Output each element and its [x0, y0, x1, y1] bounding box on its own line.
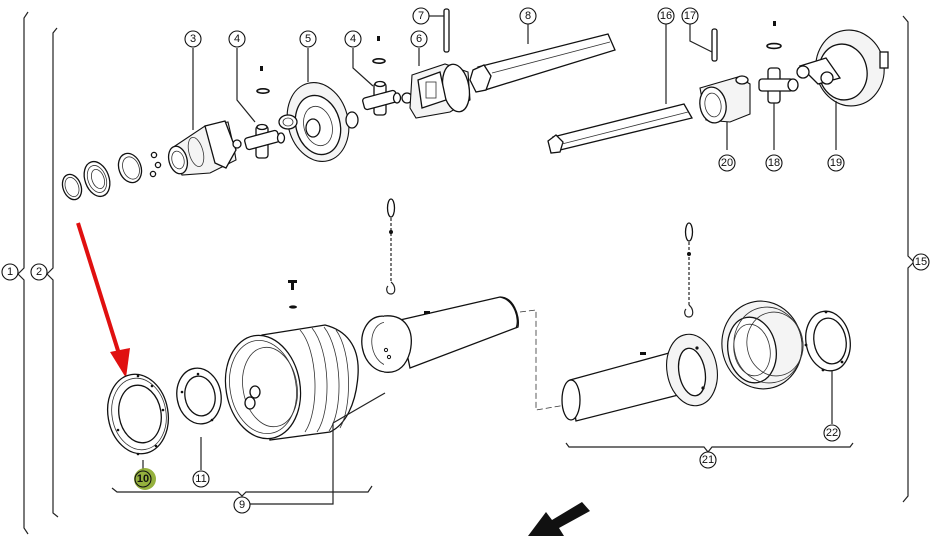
joint-housing-part-5: [278, 82, 359, 162]
tube-yoke-part-20: [699, 75, 751, 124]
support-ring-part-11: [176, 367, 222, 425]
svg-text:21: 21: [702, 454, 714, 466]
callout-18[interactable]: 18: [765, 154, 783, 172]
direction-arrow: [528, 502, 590, 536]
leader-lines-upper: [192, 15, 837, 150]
grease-nipple-18: [766, 21, 782, 50]
svg-text:9: 9: [239, 499, 245, 511]
callout-22[interactable]: 22: [823, 424, 841, 442]
bracket-group-21: [565, 442, 854, 453]
center-line: [519, 309, 573, 411]
callout-17[interactable]: 17: [681, 7, 699, 25]
roll-pin-part-7: [443, 8, 450, 53]
svg-text:17: 17: [684, 10, 696, 22]
bearing-ring-part-22: [804, 310, 851, 372]
callout-7[interactable]: 7: [412, 7, 430, 25]
red-pointer-arrow: [76, 222, 130, 378]
bracket-group-2: [46, 27, 59, 518]
svg-text:16: 16: [660, 10, 672, 22]
svg-text:4: 4: [350, 33, 356, 45]
svg-text:5: 5: [305, 33, 311, 45]
bracket-group-1: [17, 11, 29, 535]
callout-4b[interactable]: 4: [344, 30, 362, 48]
cross-spider-part-18: [758, 67, 799, 104]
callout-16[interactable]: 16: [657, 7, 675, 25]
svg-text:19: 19: [830, 157, 842, 169]
callout-10-highlighted[interactable]: 10: [134, 468, 156, 490]
callout-19[interactable]: 19: [827, 154, 845, 172]
callout-15[interactable]: 15: [912, 253, 930, 271]
cross-spider-part-4b: [362, 80, 402, 116]
bracket-group-9: [111, 392, 386, 505]
seal-ring-small: [61, 173, 83, 201]
outer-profile-tube-part-8: [469, 33, 616, 93]
guard-cone-outer: [224, 324, 359, 441]
bracket-group-15: [902, 15, 915, 503]
seal-ring-cup: [117, 152, 143, 184]
guard-bellows-right: [721, 300, 804, 390]
safety-chain-right: [684, 222, 694, 318]
svg-text:1: 1: [7, 266, 13, 278]
bearing-ring-part-10[interactable]: [102, 369, 175, 458]
callout-3[interactable]: 3: [184, 30, 202, 48]
callout-2[interactable]: 2: [30, 263, 48, 281]
highlight-marker: [134, 468, 156, 490]
svg-text:6: 6: [416, 33, 422, 45]
svg-text:22: 22: [826, 427, 838, 439]
svg-text:7: 7: [418, 10, 424, 22]
svg-text:4: 4: [234, 33, 240, 45]
callout-5[interactable]: 5: [299, 30, 317, 48]
grease-nipple-4b: [372, 36, 386, 64]
tube-yoke-part-6: [401, 63, 471, 119]
clutch-housing-part-19: [796, 29, 889, 107]
yoke-splined-part-3: [167, 120, 242, 176]
callout-4a[interactable]: 4: [228, 30, 246, 48]
callout-1[interactable]: 1: [1, 263, 19, 281]
roll-pin-part-17: [711, 28, 718, 62]
svg-text:8: 8: [525, 10, 531, 22]
inner-profile-tube-part-16: [547, 103, 693, 154]
svg-text:10: 10: [137, 473, 149, 485]
callout-6[interactable]: 6: [410, 30, 428, 48]
svg-text:11: 11: [195, 473, 206, 485]
svg-text:15: 15: [915, 256, 927, 268]
safety-chain-left: [386, 198, 396, 295]
callout-11[interactable]: 11: [192, 470, 210, 488]
screw-washer: [288, 280, 297, 309]
svg-text:20: 20: [721, 157, 733, 169]
grease-nipple-4a: [256, 66, 270, 95]
svg-text:2: 2: [36, 266, 42, 278]
svg-text:3: 3: [190, 33, 196, 45]
callout-20[interactable]: 20: [718, 154, 736, 172]
guard-tube-outer: [361, 296, 519, 373]
cross-spider-part-4a: [244, 123, 286, 159]
seal-ring-large: [83, 160, 111, 198]
guard-tube-inner: [561, 333, 718, 422]
callout-8[interactable]: 8: [519, 7, 537, 25]
callout-21[interactable]: 21: [699, 451, 717, 469]
balls: [149, 151, 162, 178]
callout-9[interactable]: 9: [233, 496, 251, 514]
svg-text:18: 18: [768, 157, 780, 169]
